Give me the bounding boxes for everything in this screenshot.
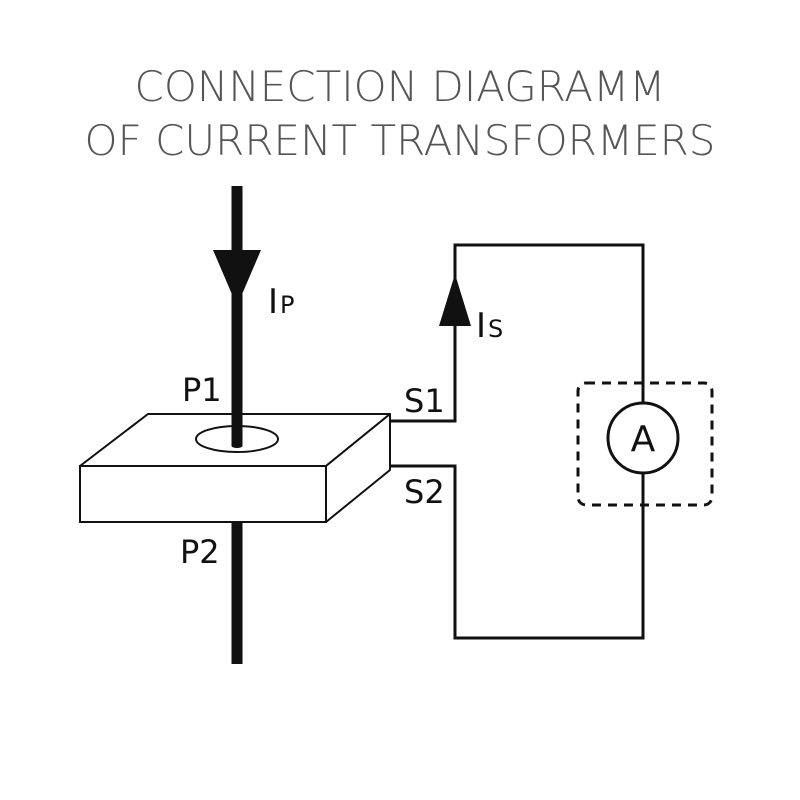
terminal-s2-label: S2 (404, 473, 445, 511)
ammeter-housing (576, 381, 714, 507)
secondary-current-arrow (439, 274, 471, 326)
primary-current-subscript: P (280, 291, 294, 319)
primary-current-arrow (213, 250, 261, 306)
transformer-front-face (79, 465, 327, 523)
conductor-end (231, 444, 243, 448)
secondary-wire-s2 (390, 464, 645, 640)
secondary-current-main: I (476, 306, 486, 346)
secondary-current-subscript: S (488, 315, 503, 343)
primary-current-main: I (268, 282, 278, 322)
primary-current-label: IP (268, 282, 295, 322)
terminal-p2-label: P2 (180, 533, 220, 571)
terminal-p1-label: P1 (182, 371, 222, 409)
secondary-current-label: IS (476, 306, 503, 346)
title-line-1: CONNECTION DIAGRAMM (134, 62, 666, 111)
secondary-wire-s1 (390, 243, 645, 423)
terminal-s1-label: S1 (404, 382, 445, 420)
ammeter-icon (606, 401, 680, 475)
ammeter-label: A (631, 419, 656, 460)
title-line-2: OF CURRENT TRANSFORMERS (84, 116, 716, 165)
